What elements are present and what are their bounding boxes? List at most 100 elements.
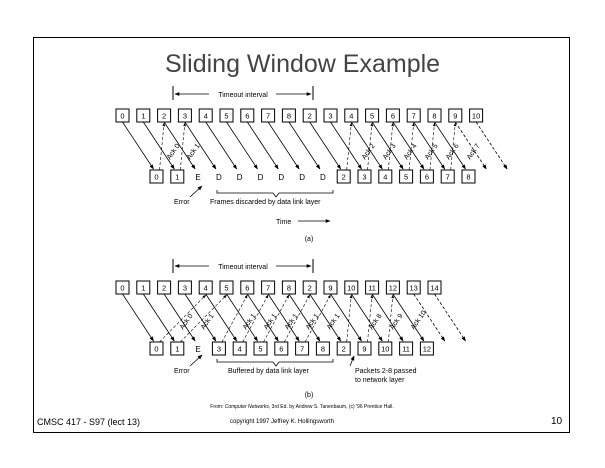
a-arrow-10 <box>330 121 362 170</box>
a-send-num-6: 6 <box>245 112 249 121</box>
source-suffix: , 3rd Ed. by Andrew S. Tanenbaum, (c) '9… <box>269 404 394 410</box>
b-send-num-11: 10 <box>347 284 355 293</box>
b-send-num-15: 14 <box>430 284 438 293</box>
a-send-num-5: 5 <box>224 112 228 121</box>
a-ack-arrow-5 <box>408 122 415 171</box>
a-send-num-17: 10 <box>472 112 480 121</box>
a-arrow-12 <box>371 121 404 170</box>
a-ack-arrow-7 <box>450 122 457 171</box>
page-number: 10 <box>551 416 563 427</box>
a-ack-arrows <box>159 122 457 171</box>
a-recv-marker-6: D <box>278 173 284 182</box>
a-send-box-16 <box>448 108 463 123</box>
b-ack-arrow-3 <box>242 294 269 343</box>
a-send-num-8: 8 <box>287 112 291 121</box>
passed-label-b-2: to network layer <box>355 377 405 384</box>
b-send-box-3 <box>177 280 192 295</box>
b-recv-box-1 <box>170 341 185 356</box>
a-send-num-0: 0 <box>120 112 124 121</box>
a-recv-box-9 <box>336 169 351 184</box>
error-label-a: Error <box>174 199 190 206</box>
b-recv-num-11: 10 <box>381 345 389 354</box>
b-send-num-2: 2 <box>162 284 166 293</box>
a-send-num-2: 2 <box>162 112 166 121</box>
a-recv-marker-7: D <box>299 173 305 182</box>
b-arrow-12 <box>371 293 404 342</box>
a-arrow-16 <box>454 121 487 170</box>
a-send-box-17 <box>469 108 484 123</box>
caption-b: (b) <box>305 392 314 399</box>
b-recv-box-9 <box>336 341 351 356</box>
buffered-label-b: Buffered by data link layer <box>228 368 309 375</box>
b-send-box-12 <box>365 280 380 295</box>
b-send-num-1: 1 <box>141 284 145 293</box>
b-arrow-5 <box>226 293 258 342</box>
b-recv-num-10: 9 <box>362 345 366 354</box>
passed-label-b-1: Packets 2-8 passed <box>355 368 417 375</box>
b-ack-arrow-1 <box>180 294 227 343</box>
a-arrow-5 <box>226 121 258 170</box>
b-send-num-12: 11 <box>368 284 376 293</box>
a-recv-num-0: 0 <box>154 173 158 182</box>
b-ack-arrow-9 <box>388 294 395 343</box>
a-ack-arrow-4 <box>388 122 395 171</box>
b-arrow-14 <box>413 293 446 342</box>
a-arrow-11 <box>350 121 383 170</box>
a-send-box-10 <box>323 108 338 123</box>
a-send-num-13: 6 <box>391 112 395 121</box>
a-send-box-14 <box>406 108 421 123</box>
b-send-box-11 <box>344 280 359 295</box>
b-send-num-13: 12 <box>389 284 397 293</box>
b-arrow-3 <box>184 293 217 342</box>
b-send-box-2 <box>157 280 172 295</box>
timeout-label-b: Timeout interval <box>218 264 268 271</box>
a-send-box-8 <box>281 108 296 123</box>
b-arrow-4 <box>205 293 238 342</box>
b-recv-num-3: 3 <box>217 345 221 354</box>
b-ack-arrow-0 <box>159 294 206 343</box>
error-label-b: Error <box>174 368 190 375</box>
b-send-num-5: 5 <box>224 284 228 293</box>
a-arrow-15 <box>434 121 466 170</box>
b-transmission-arrows <box>122 293 466 342</box>
a-recv-box-11 <box>378 169 393 184</box>
a-arrow-2 <box>163 121 196 170</box>
a-send-box-13 <box>385 108 400 123</box>
a-send-num-9: 2 <box>308 112 312 121</box>
a-recv-box-12 <box>399 169 414 184</box>
a-send-box-11 <box>344 108 359 123</box>
a-send-num-12: 5 <box>370 112 374 121</box>
a-recv-box-10 <box>357 169 372 184</box>
a-arrow-6 <box>246 121 279 170</box>
a-arrow-4 <box>205 121 238 170</box>
a-arrow-14 <box>413 121 446 170</box>
b-recv-num-5: 5 <box>258 345 262 354</box>
a-arrow-9 <box>309 121 342 170</box>
a-recv-num-10: 3 <box>362 173 366 182</box>
b-send-box-5 <box>219 280 234 295</box>
timeout-label-a: Timeout interval <box>218 92 268 99</box>
b-recv-num-9: 2 <box>342 345 346 354</box>
a-send-box-0 <box>115 108 130 123</box>
a-send-box-5 <box>219 108 234 123</box>
course-label: CMSC 417 - S97 (lect 13) <box>37 417 141 427</box>
a-ack-arrow-3 <box>367 122 374 171</box>
a-arrow-8 <box>288 121 321 170</box>
b-send-num-6: 6 <box>245 284 249 293</box>
b-arrow-13 <box>392 293 425 342</box>
b-recv-num-8: 8 <box>321 345 325 354</box>
a-send-box-6 <box>240 108 255 123</box>
a-recv-box-1 <box>170 169 185 184</box>
b-send-num-9: 2 <box>308 284 312 293</box>
b-recv-num-12: 11 <box>402 345 410 354</box>
a-recv-num-9: 2 <box>342 173 346 182</box>
b-recv-num-6: 6 <box>279 345 283 354</box>
source-credit: From: Computer Networks, 3rd Ed. by Andr… <box>210 404 393 410</box>
b-send-num-10: 9 <box>328 284 332 293</box>
